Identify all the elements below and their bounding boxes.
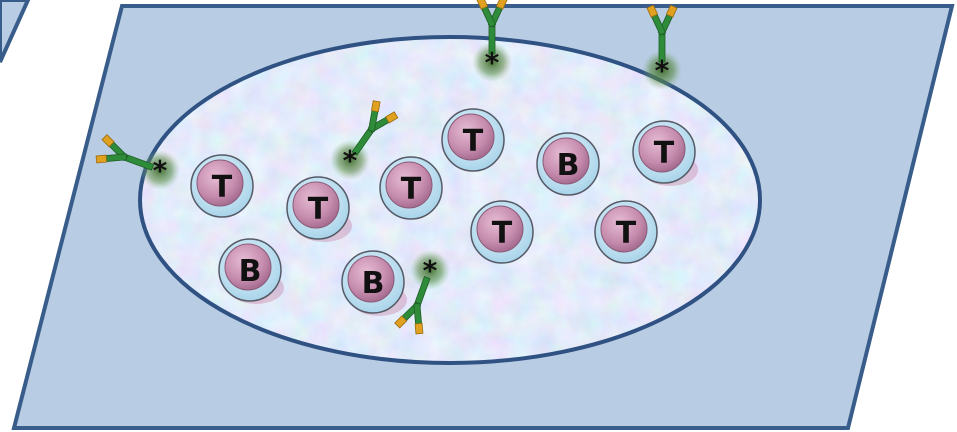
t-cell: T bbox=[441, 108, 505, 172]
t-cell: T bbox=[286, 176, 352, 242]
antibody-tip bbox=[665, 4, 678, 18]
antibody: * bbox=[95, 134, 180, 190]
antibody: * bbox=[394, 250, 450, 335]
b-cell: B bbox=[341, 250, 407, 316]
antibody-tip bbox=[394, 315, 408, 329]
nucleus bbox=[542, 137, 590, 185]
marker-glow bbox=[642, 50, 682, 90]
b-cell: B bbox=[536, 132, 600, 196]
tissue-section-texture bbox=[140, 37, 760, 363]
marker-asterisk: * bbox=[153, 154, 168, 187]
antibody-tip bbox=[476, 0, 489, 10]
nucleus bbox=[292, 181, 340, 229]
antibody-tip bbox=[414, 322, 424, 335]
marker-asterisk: * bbox=[423, 254, 438, 287]
cell-letter: T bbox=[212, 170, 233, 205]
cell-letter: T bbox=[463, 124, 484, 159]
t-cell: T bbox=[632, 120, 698, 186]
nucleus bbox=[447, 113, 495, 161]
t-cell: T bbox=[190, 154, 254, 218]
cell-letter: B bbox=[239, 254, 262, 289]
t-cell: T bbox=[470, 200, 534, 264]
antibody-tip bbox=[385, 111, 399, 124]
antibody-tip bbox=[646, 4, 659, 18]
antibody: * bbox=[472, 0, 512, 82]
antibody: * bbox=[642, 4, 682, 90]
cell-letter: T bbox=[654, 136, 675, 171]
cell-letter: T bbox=[401, 172, 422, 207]
cell-letter: T bbox=[308, 192, 329, 227]
marker-asterisk: * bbox=[655, 54, 670, 87]
marker-asterisk: * bbox=[485, 46, 500, 79]
antibody-tip bbox=[95, 154, 108, 164]
cells-layer: T T B T B T B T T T bbox=[190, 108, 698, 316]
cell-letter: T bbox=[616, 216, 637, 251]
antibody-tip bbox=[371, 100, 381, 113]
marker-glow bbox=[140, 150, 180, 190]
cell-letter: T bbox=[492, 216, 513, 251]
nucleus bbox=[476, 205, 524, 253]
marker-asterisk: * bbox=[343, 144, 358, 177]
antibody-tip bbox=[495, 0, 508, 10]
cell-letter: B bbox=[362, 266, 385, 301]
nucleus bbox=[638, 125, 686, 173]
nucleus bbox=[347, 255, 395, 303]
marker-glow bbox=[410, 250, 450, 290]
t-cell: T bbox=[594, 200, 658, 264]
nucleus bbox=[385, 161, 433, 209]
left-slide-edge bbox=[0, 0, 31, 63]
antibody: * bbox=[330, 100, 399, 180]
b-cell: B bbox=[218, 238, 284, 304]
cell-letter: B bbox=[557, 148, 580, 183]
antibodies-layer: * * * * * bbox=[95, 0, 682, 335]
marker-glow bbox=[472, 42, 512, 82]
nucleus bbox=[600, 205, 648, 253]
tissue-section-outline bbox=[138, 35, 762, 365]
nucleus bbox=[224, 243, 272, 291]
antibody-tip bbox=[101, 134, 115, 148]
nucleus bbox=[196, 159, 244, 207]
t-cell: T bbox=[379, 156, 443, 220]
